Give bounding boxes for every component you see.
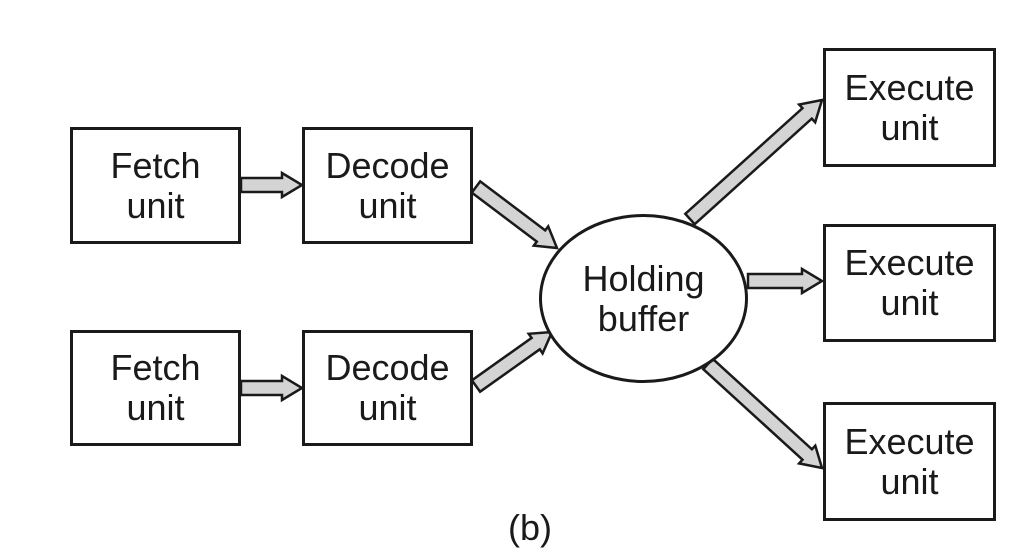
fetch-unit-label-line1: Fetch bbox=[110, 347, 201, 388]
fetch-to-decode-arrow-2 bbox=[239, 373, 305, 403]
execute-unit-label-line2: unit bbox=[880, 460, 939, 502]
execute-unit-label-line1: Execute bbox=[844, 420, 975, 462]
decode-unit-box-1: Decode unit bbox=[302, 127, 473, 244]
execute-unit-box-3: Execute unit bbox=[823, 402, 996, 521]
fetch-unit-box-2: Fetch unit bbox=[70, 330, 241, 446]
decode-unit-box-2: Decode unit bbox=[302, 330, 473, 446]
decode-unit-label-line1: Decode bbox=[325, 144, 450, 186]
fetch-to-decode-arrow-1 bbox=[239, 170, 305, 200]
fetch-unit-box-1: Fetch unit bbox=[70, 127, 241, 244]
figure-caption: (b) bbox=[508, 507, 552, 548]
decode-unit-label-line2: unit bbox=[358, 387, 417, 428]
decode-unit-label-line1: Decode bbox=[325, 347, 450, 388]
holding-buffer-label-line2: buffer bbox=[597, 297, 690, 339]
decode-to-buffer-arrow-1 bbox=[470, 179, 559, 250]
fetch-unit-label-line2: unit bbox=[126, 387, 185, 428]
decode-unit-label-line2: unit bbox=[358, 184, 417, 226]
execute-unit-box-2: Execute unit bbox=[823, 224, 996, 342]
execute-unit-label-line2: unit bbox=[880, 282, 939, 323]
execute-unit-label-line1: Execute bbox=[844, 66, 975, 108]
fetch-unit-label-line2: unit bbox=[126, 184, 185, 226]
execute-unit-box-1: Execute unit bbox=[823, 48, 996, 167]
fetch-unit-label-line1: Fetch bbox=[110, 144, 201, 186]
execute-unit-label-line1: Execute bbox=[844, 242, 975, 283]
holding-buffer-oval: Holding buffer bbox=[539, 214, 748, 383]
holding-buffer-label-line1: Holding bbox=[582, 257, 705, 299]
decode-to-buffer-arrow-2 bbox=[470, 330, 554, 394]
buffer-to-execute-arrow-3 bbox=[701, 357, 824, 470]
buffer-to-execute-arrow-1 bbox=[683, 98, 824, 226]
execute-unit-label-line2: unit bbox=[880, 106, 939, 148]
buffer-to-execute-arrow-2 bbox=[746, 266, 825, 296]
